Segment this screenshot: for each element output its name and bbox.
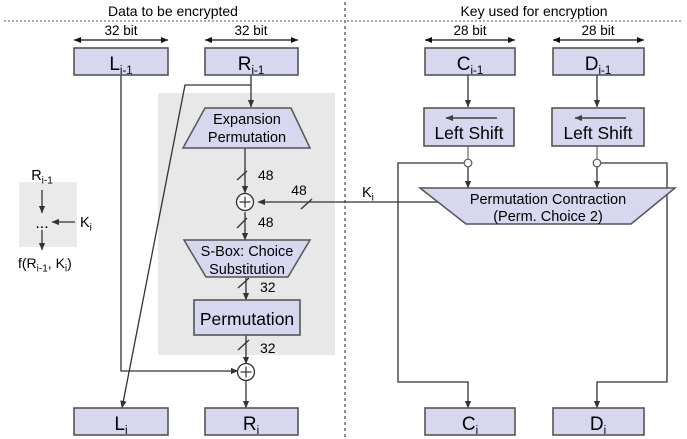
- tick-exp-out: [236, 170, 248, 181]
- box-d-next[interactable]: [552, 407, 645, 436]
- bitlabel-perm-out: 32: [260, 340, 276, 356]
- xor-node-lower: [236, 362, 256, 382]
- box-l-prev[interactable]: [73, 47, 169, 76]
- legend-dots: ...: [35, 215, 48, 232]
- header-left: Data to be encrypted: [108, 3, 238, 19]
- box-permutation[interactable]: [193, 299, 301, 336]
- xor-node-upper: [235, 192, 255, 212]
- box-c-prev[interactable]: [424, 47, 516, 76]
- label-d-next: Di: [590, 414, 606, 437]
- shape-sbox-substitution[interactable]: [182, 239, 312, 278]
- bitlabel-sbox-out: 32: [260, 279, 276, 295]
- line-rprev-to-lnext: [120, 84, 251, 409]
- label-d-prev: Di-1: [585, 54, 612, 77]
- label-key-ki: Ki: [362, 185, 374, 204]
- legend-caption: f(Ri-1, Ki): [18, 255, 72, 275]
- width-label-d-prev: 28 bit: [581, 23, 614, 38]
- header-right: Key used for encryption: [460, 3, 607, 19]
- legend-input-label: Ri-1: [31, 168, 53, 187]
- tick-key-in: [300, 198, 313, 210]
- label-left-shift-1: Left Shift: [434, 123, 503, 143]
- legend-f-function: [38, 190, 75, 251]
- box-l-next[interactable]: [73, 407, 169, 436]
- legend-key-label: Ki: [80, 215, 92, 234]
- box-left-shift-2[interactable]: [551, 107, 645, 147]
- junction-dot-d: [592, 158, 602, 168]
- label-sbox-line2: Substitution: [209, 262, 285, 278]
- label-expansion-line2: Permutation: [208, 130, 286, 146]
- line-lprev-to-xor: [120, 75, 239, 375]
- box-left-shift-1[interactable]: [423, 107, 515, 147]
- label-l-prev: Li-1: [109, 54, 132, 77]
- width-label-c-prev: 28 bit: [453, 23, 486, 38]
- label-l-next: Li: [114, 414, 127, 437]
- box-d-prev[interactable]: [552, 47, 645, 76]
- bitlabel-xor-out: 48: [258, 214, 274, 230]
- bitlabel-key-in: 48: [291, 182, 307, 198]
- label-expansion-line1: Expansion: [213, 112, 281, 128]
- label-c-next: Ci: [462, 414, 478, 437]
- label-r-prev: Ri-1: [238, 54, 265, 77]
- tick-xor-out: [236, 217, 248, 229]
- width-label-r-prev: 32 bit: [234, 23, 267, 38]
- junction-dot-c: [463, 158, 473, 168]
- legend-region: [19, 182, 77, 247]
- label-c-prev: Ci-1: [457, 54, 484, 77]
- label-perm-contraction-line2: (Perm. Choice 2): [493, 209, 603, 225]
- box-c-next[interactable]: [424, 407, 516, 436]
- box-r-next[interactable]: [204, 407, 299, 436]
- label-left-shift-2: Left Shift: [563, 123, 632, 143]
- width-label-l-prev: 32 bit: [104, 23, 137, 38]
- line-junction1-to-cnext: [397, 162, 472, 409]
- label-permutation: Permutation: [200, 309, 294, 329]
- connectors: [120, 75, 668, 409]
- label-perm-contraction-line1: Permutation Contraction: [470, 192, 626, 208]
- label-sbox-line1: S-Box: Choice: [201, 244, 294, 260]
- tick-perm-out: [237, 339, 250, 351]
- tick-sbox-out: [237, 277, 250, 289]
- box-r-prev[interactable]: [204, 47, 299, 76]
- label-r-next: Ri: [243, 414, 259, 437]
- shape-expansion-permutation[interactable]: [181, 107, 312, 149]
- line-junction2-to-dnext: [593, 162, 668, 409]
- bitlabel-exp-out: 48: [258, 167, 274, 183]
- shape-permutation-contraction[interactable]: [417, 187, 678, 225]
